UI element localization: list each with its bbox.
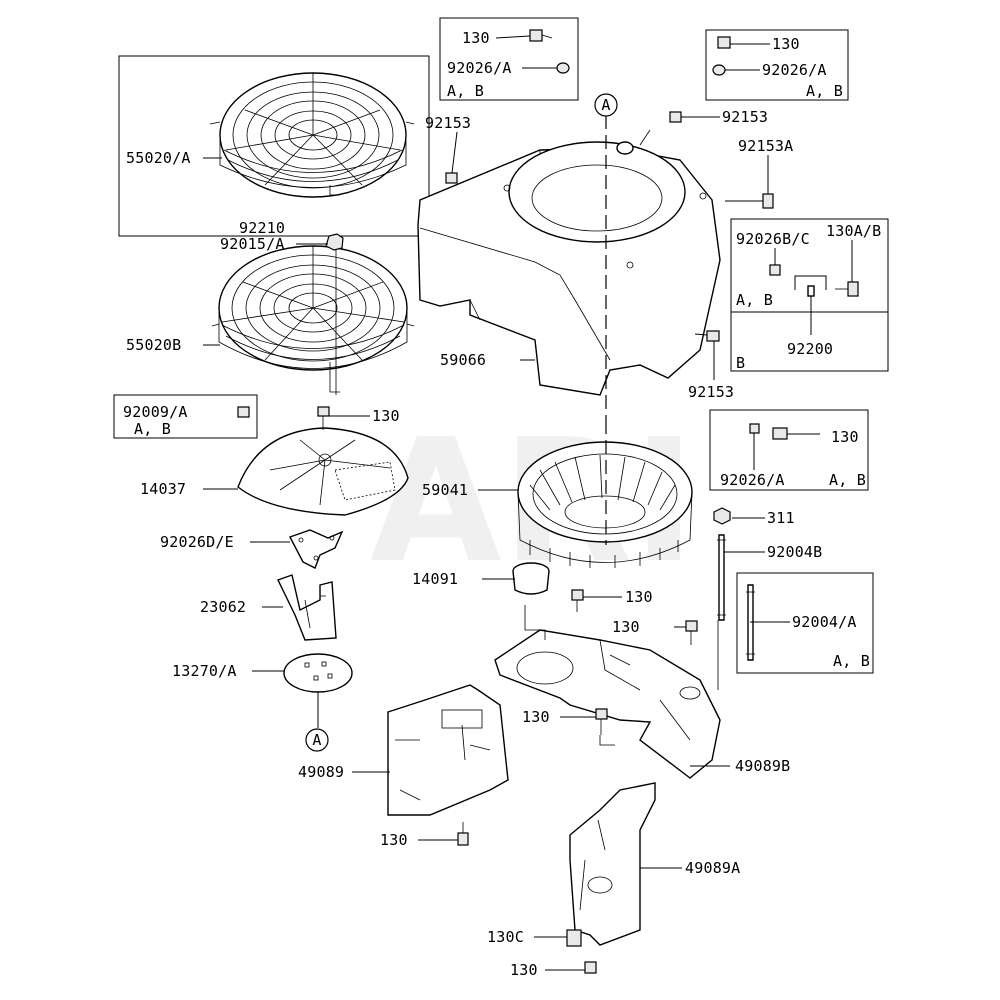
label-130-bottom: 130: [510, 961, 538, 979]
stud-92004b: [717, 534, 726, 621]
label-13270a: 13270/A: [172, 662, 237, 680]
label-ab-top: A, B: [447, 82, 484, 100]
label-92200: 92200: [787, 340, 833, 358]
flywheel-fan-59041: [517, 441, 693, 568]
label-130c: 130C: [487, 928, 524, 946]
baffle-plate-14037: [237, 427, 409, 516]
reference-letter-top: A: [601, 96, 610, 114]
label-92026bc: 92026B/C: [736, 230, 810, 248]
label-92026a-box3: 92026/A: [720, 471, 785, 489]
box-92200-b: [730, 311, 889, 372]
label-130-box3: 130: [831, 428, 859, 446]
bolt-92153-c: [706, 330, 720, 342]
shroud-49089: [387, 684, 509, 816]
label-49089: 49089: [298, 763, 344, 781]
plate-13270a: [283, 653, 353, 693]
reference-circle-a-bottom: A: [305, 728, 329, 752]
washer-92026a-toprightbox: [712, 64, 726, 76]
label-55020b: 55020B: [126, 336, 181, 354]
label-92004b: 92004B: [767, 543, 822, 561]
label-130-shroud: 130: [612, 618, 640, 636]
label-130-topright: 130: [772, 35, 800, 53]
label-59066: 59066: [440, 351, 486, 369]
bolt-130c: [566, 929, 582, 947]
label-92009a: 92009/A: [123, 403, 188, 421]
label-ab-mid: A, B: [736, 291, 773, 309]
label-14091: 14091: [412, 570, 458, 588]
bolt-130-bottom: [584, 961, 597, 974]
label-311: 311: [767, 509, 795, 527]
label-ab-box3: A, B: [829, 471, 866, 489]
label-ab-92009: A, B: [134, 420, 171, 438]
label-130-top: 130: [462, 29, 490, 47]
washer-92026a-box3: [749, 423, 760, 434]
bolt-130-topbox: [529, 29, 553, 42]
plate-92026de: [289, 529, 344, 569]
label-92210: 92210: [239, 219, 285, 237]
pin-92200: [807, 285, 815, 297]
bolt-92153a: [762, 193, 774, 209]
label-92026de: 92026D/E: [160, 533, 234, 551]
blower-housing-59066: [417, 129, 721, 396]
label-130ab: 130A/B: [826, 222, 881, 240]
box-55020a: [118, 55, 430, 237]
box-130-92026a-top: [439, 17, 579, 101]
label-130-14037: 130: [372, 407, 400, 425]
part-92026bc: [769, 264, 781, 276]
nut-92210: [325, 233, 344, 395]
label-ab-topright: A, B: [806, 82, 843, 100]
label-92026a-topright: 92026/A: [762, 61, 827, 79]
label-ab-92004: A, B: [833, 652, 870, 670]
washer-92026a-topbox: [556, 62, 570, 74]
shroud-49089a: [569, 782, 656, 946]
box-130-92026a-topright: [705, 29, 849, 101]
alignment-line-3: [599, 735, 615, 746]
label-55020a: 55020/A: [126, 149, 191, 167]
reference-letter-bottom: A: [312, 731, 321, 749]
bolt-130-baffle: [317, 406, 330, 430]
bolt-130-collar: [571, 589, 584, 612]
bolt-92153-a: [445, 172, 458, 184]
label-23062: 23062: [200, 598, 246, 616]
label-92153-b: 92153: [722, 108, 768, 126]
label-49089a: 49089A: [685, 859, 740, 877]
label-49089b: 49089B: [735, 757, 790, 775]
label-92015a: 92015/A: [220, 235, 285, 253]
bolt-130ab: [835, 281, 859, 297]
reference-circle-a-top: A: [594, 93, 618, 117]
callout-labels: 130 92026/A A, B 130 92026/A A, B 92153 …: [123, 29, 881, 979]
label-92153a: 92153A: [738, 137, 793, 155]
bolt-92153-b: [669, 111, 682, 123]
label-92153-c: 92153: [688, 383, 734, 401]
label-130-14091: 130: [625, 588, 653, 606]
bolt-92009a: [237, 406, 250, 418]
bolt-130-shroud: [685, 620, 698, 645]
collar-14091: [512, 562, 550, 595]
label-b: B: [736, 354, 745, 372]
bolt-130-low: [457, 822, 469, 846]
label-14037: 14037: [140, 480, 186, 498]
label-92026a-top: 92026/A: [447, 59, 512, 77]
nut-311: [713, 507, 731, 525]
leader-lines: [203, 35, 853, 971]
box-92004a: [736, 572, 874, 674]
alignment-line-1: [524, 605, 546, 640]
bolt-130-mid: [595, 708, 608, 735]
label-130-low: 130: [380, 831, 408, 849]
bolt-130-toprightbox: [717, 36, 731, 49]
box-92026a-130: [709, 409, 869, 491]
label-92004a: 92004/A: [792, 613, 857, 631]
label-59041: 59041: [422, 481, 468, 499]
label-92153-a: 92153: [425, 114, 471, 132]
box-92009a: [113, 394, 258, 439]
bracket-23062: [277, 574, 337, 641]
label-130-mid: 130: [522, 708, 550, 726]
bolt-130-box3: [772, 427, 788, 440]
fan-guard-55020a: [209, 72, 415, 198]
shroud-49089b: [494, 629, 721, 779]
fan-guard-55020b: [211, 245, 415, 393]
